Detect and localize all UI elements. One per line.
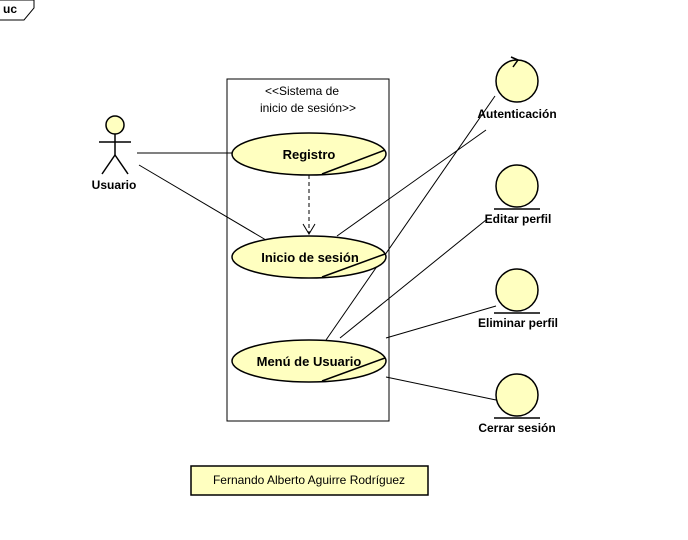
assoc-usuario-inicio[interactable]: [138, 164, 267, 241]
system-name-line2: inicio de sesión>>: [260, 101, 356, 115]
use-case-inicio-sesion-label: Inicio de sesión: [261, 250, 359, 265]
assoc-menu-editar[interactable]: [339, 219, 487, 339]
control-autenticacion[interactable]: [495, 56, 539, 103]
control-autenticacion-label: Autenticación: [477, 107, 556, 121]
associations: [137, 95, 497, 401]
actor-head-icon: [105, 115, 125, 135]
system-name-line1: <<Sistema de: [265, 84, 339, 98]
use-case-inicio-sesion[interactable]: Inicio de sesión: [231, 235, 387, 279]
entity-editar-perfil[interactable]: [494, 164, 540, 210]
use-case-menu-usuario[interactable]: Menú de Usuario: [231, 339, 387, 383]
dependency-registro-inicio[interactable]: [302, 175, 316, 235]
assoc-menu-cerrar[interactable]: [385, 376, 497, 401]
actor-usuario-label: Usuario: [92, 178, 137, 192]
frame-tag: uc: [0, 0, 35, 21]
control-icon: [495, 59, 539, 103]
frame-tag-label: uc: [3, 2, 17, 16]
assoc-inicio-autenticacion[interactable]: [336, 129, 487, 237]
entity-cerrar-sesion[interactable]: [494, 373, 540, 419]
use-case-menu-usuario-label: Menú de Usuario: [257, 354, 362, 369]
entity-editar-perfil-label: Editar perfil: [485, 212, 552, 226]
entity-icon: [495, 268, 539, 312]
assoc-menu-autenticacion[interactable]: [325, 95, 496, 341]
assoc-menu-eliminar[interactable]: [385, 305, 497, 339]
entity-icon: [495, 164, 539, 208]
entity-icon: [495, 373, 539, 417]
author-note[interactable]: Fernando Alberto Aguirre Rodríguez: [190, 465, 429, 496]
entity-cerrar-sesion-label: Cerrar sesión: [478, 421, 555, 435]
entity-eliminar-perfil-label: Eliminar perfil: [478, 316, 558, 330]
actor-usuario[interactable]: [99, 115, 131, 175]
use-case-registro-label: Registro: [283, 147, 336, 162]
entity-eliminar-perfil[interactable]: [494, 268, 540, 314]
use-case-registro[interactable]: Registro: [231, 132, 387, 176]
author-note-label: Fernando Alberto Aguirre Rodríguez: [213, 473, 405, 487]
